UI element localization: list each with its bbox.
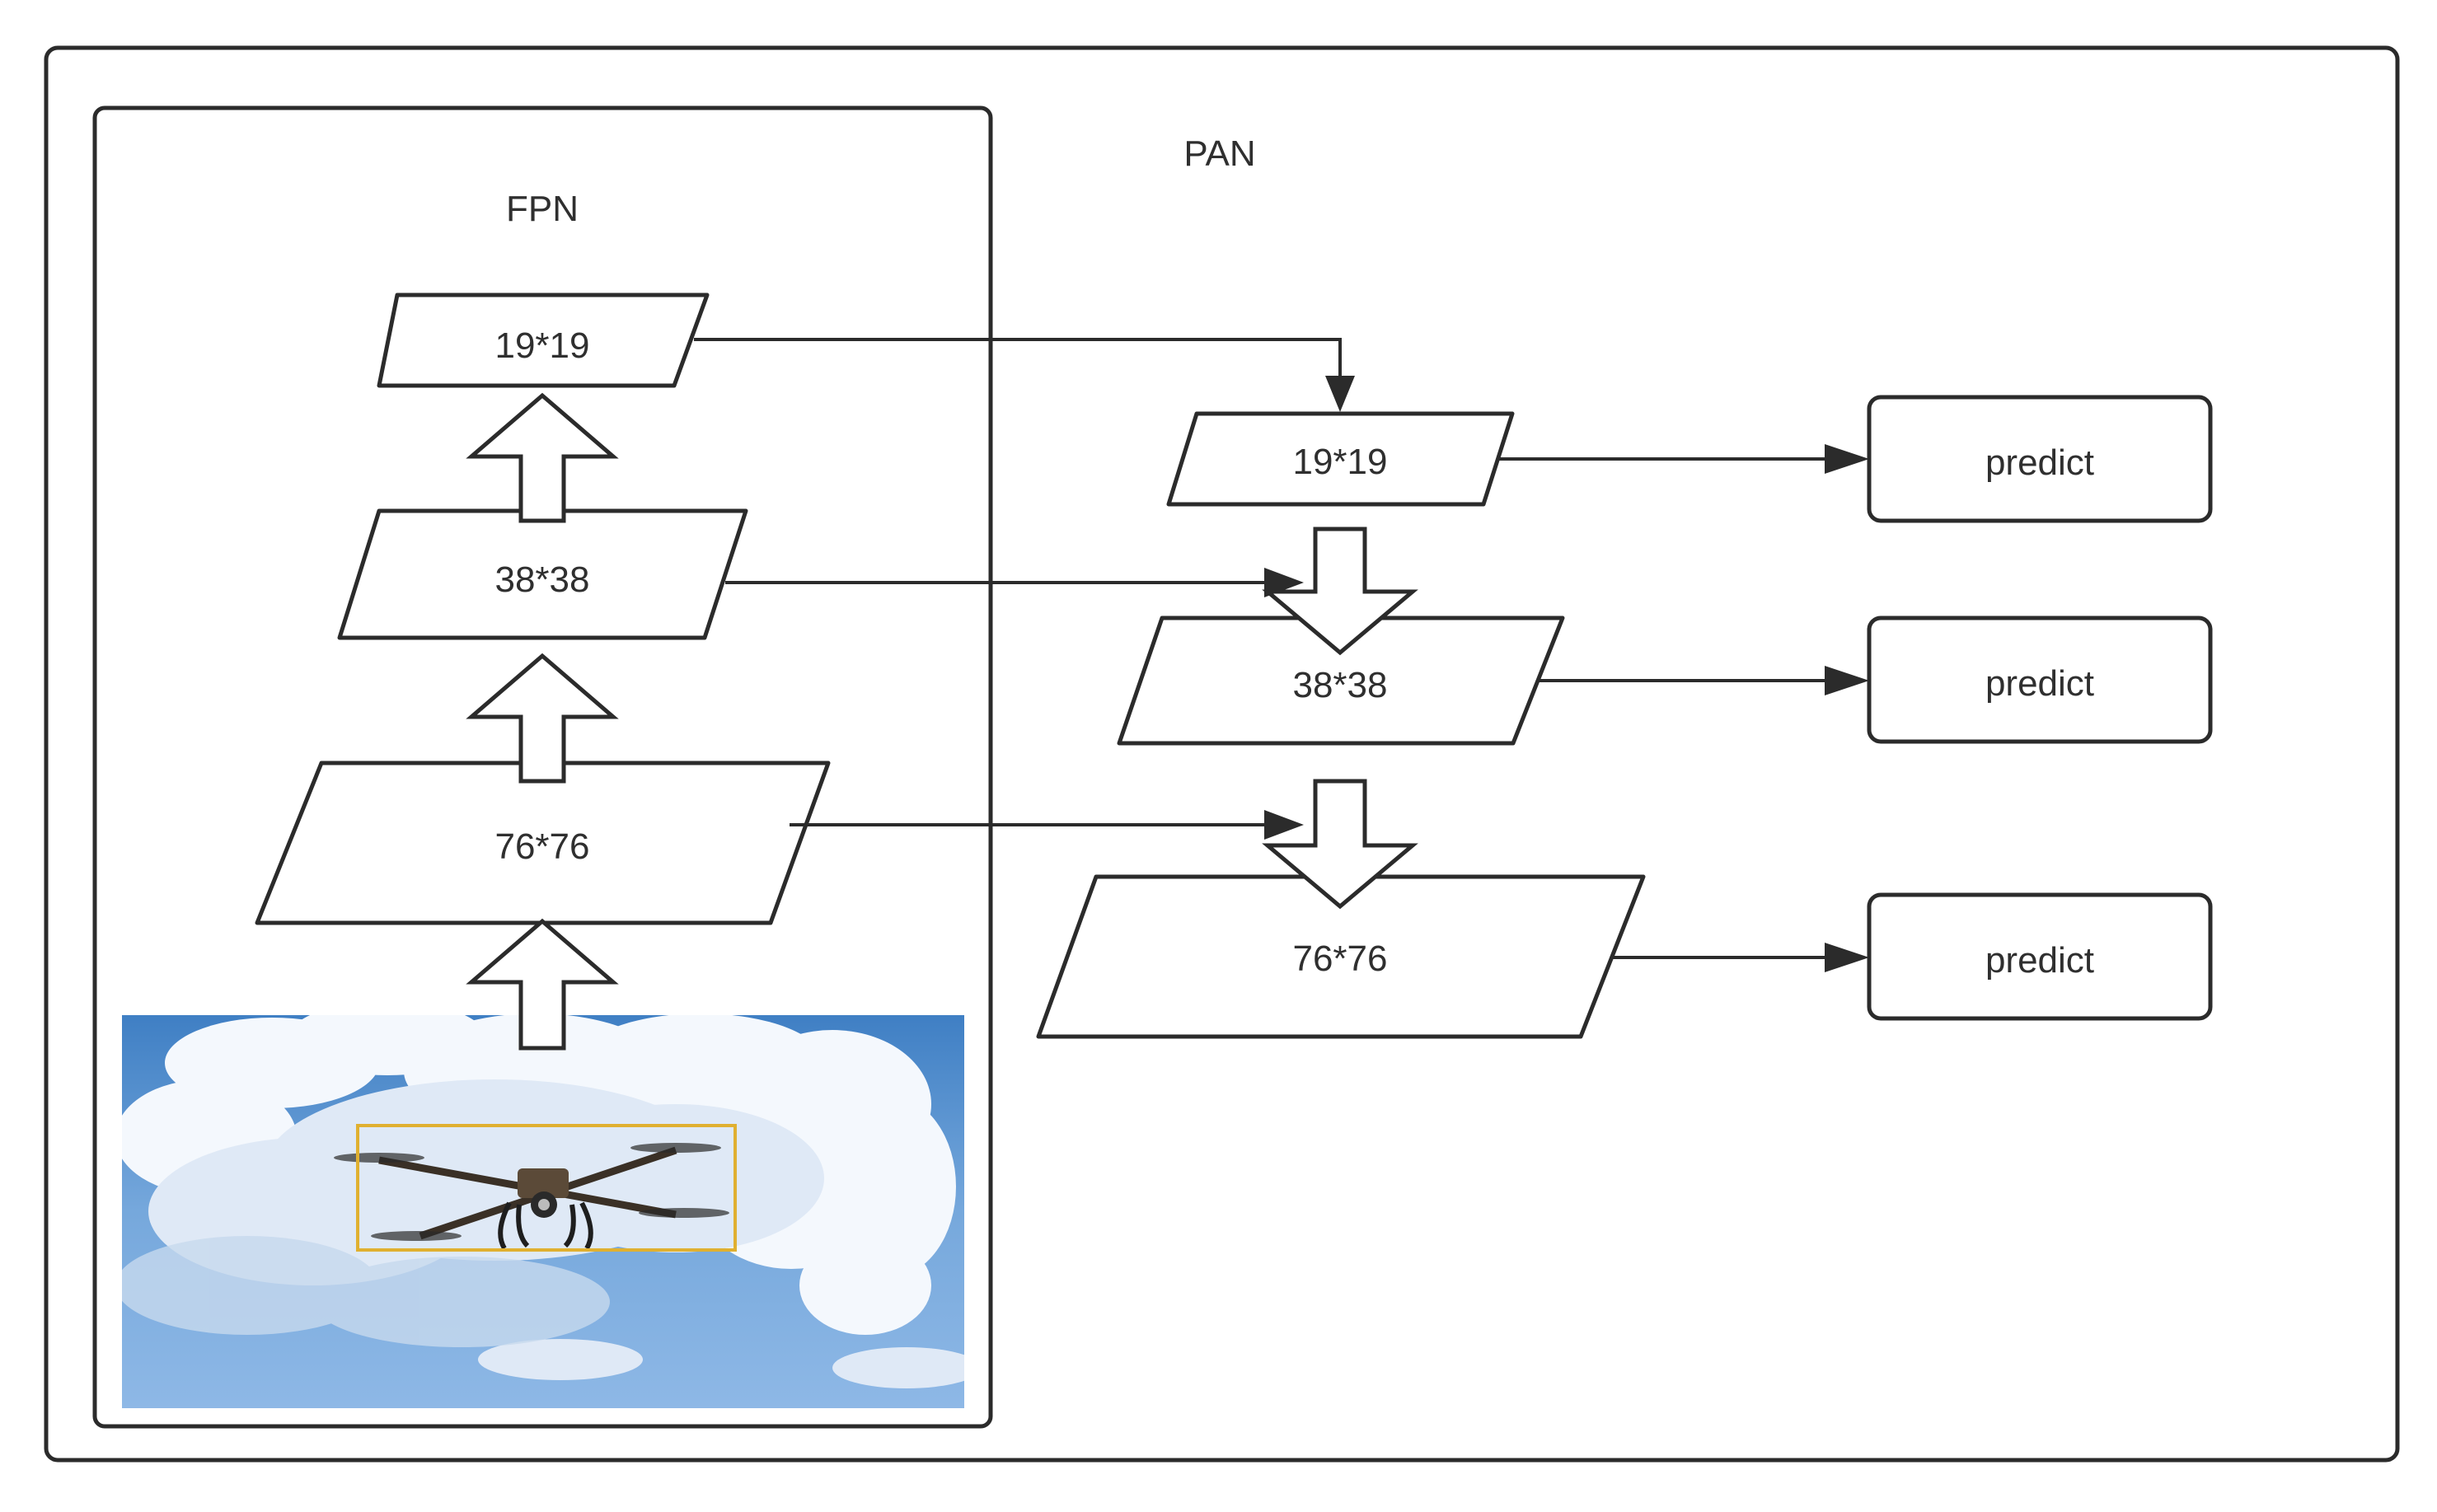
input-image: [122, 1015, 964, 1408]
fpn-level-19: 19*19: [377, 293, 710, 388]
pan-level-38-label: 38*38: [1292, 665, 1387, 705]
pan-level-76: 76*76: [1036, 874, 1646, 1039]
fpn-level-76: 76*76: [255, 761, 831, 925]
predict-76-label: predict: [1985, 940, 2094, 981]
pan-level-19-label: 19*19: [1292, 442, 1387, 482]
pan-frame: [44, 45, 2400, 1463]
lateral-connection-76: [790, 810, 1304, 840]
fpn-title: FPN: [506, 189, 579, 229]
fpn-up-arrow-image-to-76: [466, 918, 619, 1051]
lateral-connection-19: [694, 338, 1355, 412]
pan-title: PAN: [1183, 133, 1255, 174]
fpn-up-arrow-38-to-19: [466, 392, 619, 523]
fpn-level-38: 38*38: [337, 508, 748, 640]
pan-level-76-label: 76*76: [1292, 939, 1387, 979]
output-arrow-76: [1612, 943, 1869, 972]
pan-down-arrow-38-to-76: [1262, 779, 1418, 910]
fpn-frame: [92, 105, 993, 1429]
output-arrow-38: [1538, 666, 1869, 695]
predict-19-label: predict: [1985, 442, 2094, 483]
pan-down-arrow-19-to-38: [1262, 527, 1418, 656]
output-arrow-19: [1498, 444, 1869, 474]
lateral-connection-38: [725, 568, 1304, 597]
pan-level-38: 38*38: [1117, 616, 1565, 746]
pan-level-19: 19*19: [1166, 411, 1515, 507]
fpn-level-19-label: 19*19: [494, 325, 589, 366]
fpn-level-76-label: 76*76: [494, 826, 589, 867]
detection-box: [356, 1124, 737, 1252]
predict-box-38: predict: [1867, 616, 2213, 744]
predict-38-label: predict: [1985, 663, 2094, 704]
fpn-up-arrow-76-to-38: [466, 653, 619, 784]
fpn-level-38-label: 38*38: [494, 559, 589, 600]
predict-box-76: predict: [1867, 892, 2213, 1021]
predict-box-19: predict: [1867, 395, 2213, 523]
